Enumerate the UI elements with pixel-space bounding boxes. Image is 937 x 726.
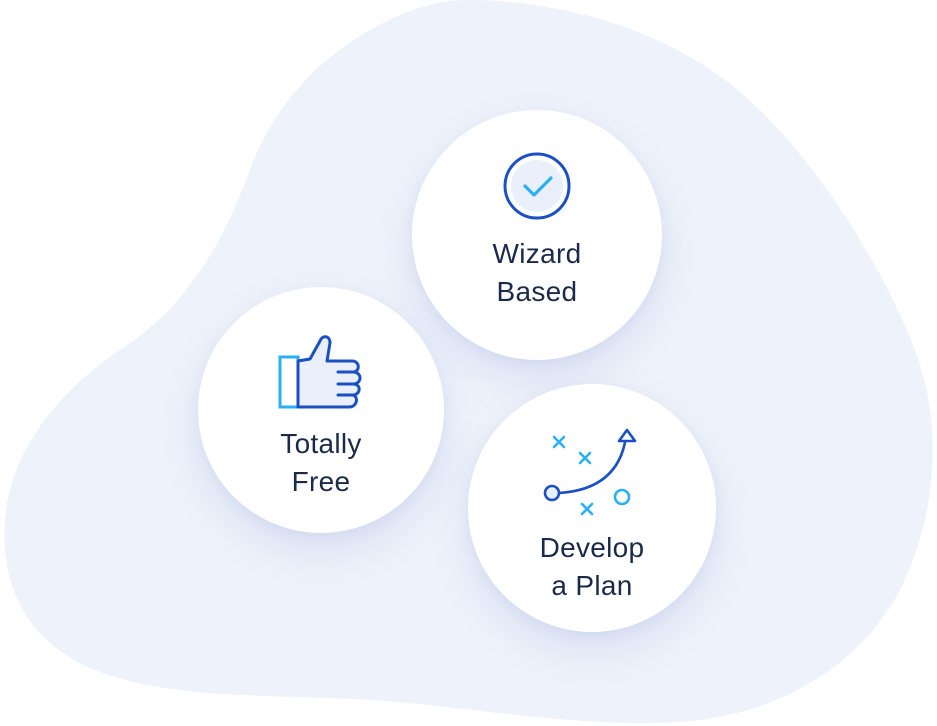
check-circle-icon: [503, 152, 571, 220]
feature-label-wizard: Wizard Based: [493, 235, 582, 311]
feature-label-line2: Based: [496, 276, 578, 307]
feature-card-wizard-based: Wizard Based: [412, 110, 662, 360]
feature-label-line1: Develop: [539, 532, 645, 563]
feature-label-line1: Totally: [280, 428, 362, 459]
feature-label-line1: Wizard: [492, 238, 582, 269]
feature-card-totally-free: Totally Free: [198, 287, 444, 533]
thumbs-up-icon: [278, 335, 362, 409]
feature-label-free: Totally Free: [280, 425, 361, 501]
feature-label-plan: Develop a Plan: [540, 529, 645, 605]
feature-card-develop-plan: Develop a Plan: [468, 384, 716, 632]
feature-label-line2: Free: [291, 466, 351, 497]
strategy-plan-icon: [543, 428, 637, 516]
feature-label-line2: a Plan: [551, 570, 633, 601]
